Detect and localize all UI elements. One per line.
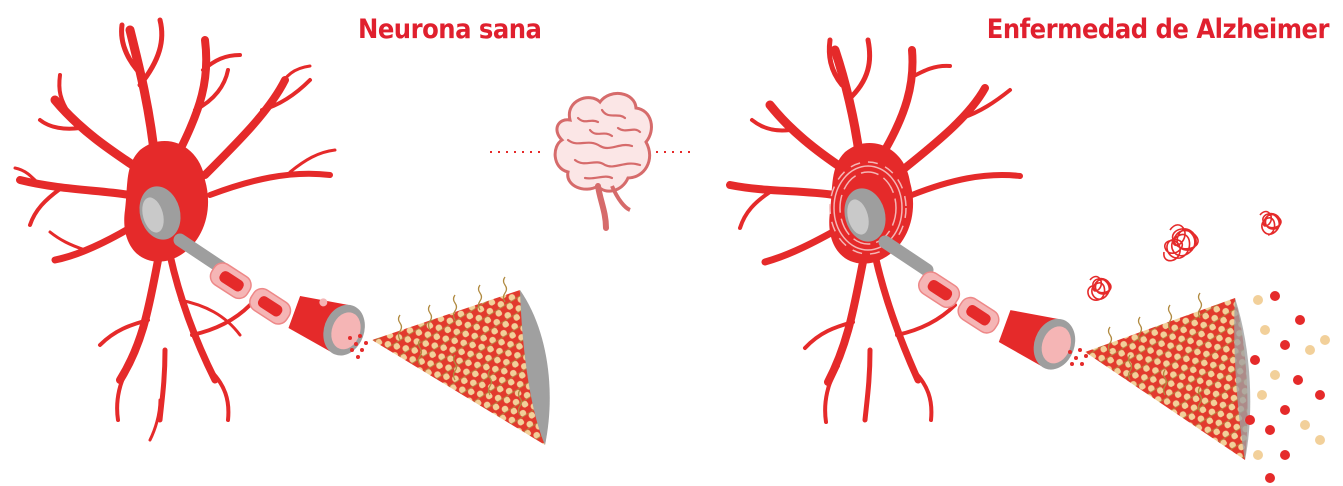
healthy-neuron — [15, 20, 550, 445]
alzheimer-neuron — [730, 40, 1330, 483]
scattered-tubulin — [1245, 291, 1330, 483]
brain-icon — [555, 93, 651, 228]
amyloid-plaque — [1088, 212, 1281, 301]
